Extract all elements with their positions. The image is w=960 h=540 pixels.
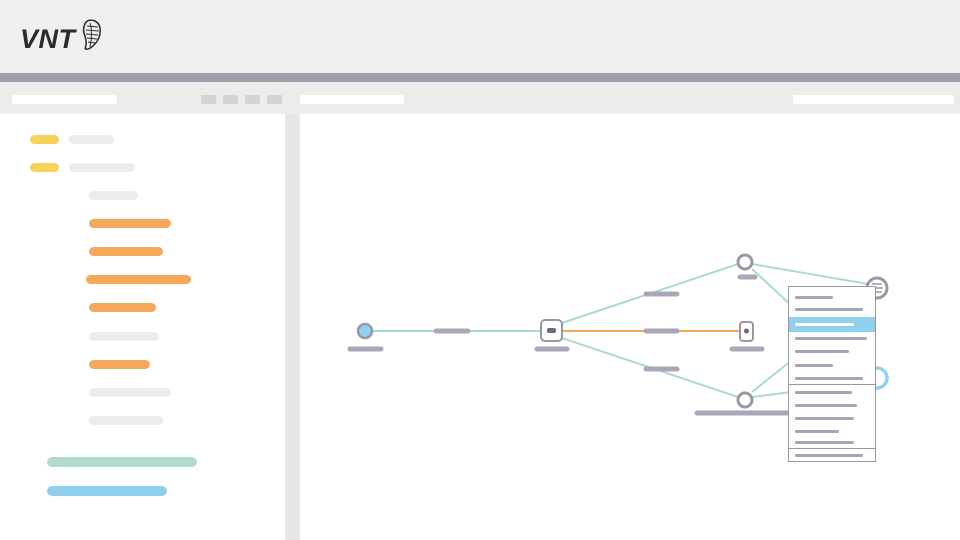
sidebar-item[interactable]: [89, 388, 171, 397]
sidebar-item-highlighted[interactable]: [89, 219, 171, 228]
context-menu-item[interactable]: [795, 337, 867, 340]
node-middle-glyph: [744, 328, 749, 334]
sidebar-group-2[interactable]: [69, 163, 135, 172]
sidebar: [0, 114, 285, 540]
edge-bottom-stack: [751, 391, 793, 398]
group-badge-2: [30, 163, 59, 172]
context-menu-item[interactable]: [795, 430, 839, 433]
sidebar-item-highlighted[interactable]: [89, 303, 156, 312]
context-menu-item[interactable]: [795, 296, 833, 299]
tool-4-icon[interactable]: [267, 95, 282, 104]
context-menu-item[interactable]: [795, 377, 863, 380]
blue-action-button[interactable]: [47, 486, 167, 496]
node-source[interactable]: [356, 322, 374, 340]
menu-separator: [789, 384, 875, 385]
edge-bottom-ring: [751, 359, 793, 393]
context-menu-item[interactable]: [795, 404, 857, 407]
node-bottom[interactable]: [736, 391, 754, 409]
green-action-button[interactable]: [47, 457, 197, 467]
sidebar-item-highlighted[interactable]: [89, 360, 150, 369]
sidebar-item[interactable]: [89, 191, 138, 200]
panel-divider[interactable]: [285, 114, 300, 540]
sidebar-group-1[interactable]: [69, 135, 114, 144]
context-menu-item[interactable]: [795, 308, 863, 311]
context-menu-item[interactable]: [795, 391, 852, 394]
hand-mark-icon: [82, 19, 101, 50]
tool-2-icon[interactable]: [223, 95, 238, 104]
app-header: VNT: [0, 0, 960, 73]
search-field[interactable]: [793, 95, 954, 104]
tool-1-icon[interactable]: [201, 95, 216, 104]
menu-separator: [789, 448, 875, 449]
edge-top-ring: [751, 268, 793, 307]
context-menu-item[interactable]: [795, 441, 854, 444]
group-badge-1: [30, 135, 59, 144]
node-top[interactable]: [736, 253, 754, 271]
sidebar-title-field: [12, 95, 117, 104]
logo-text: VNT: [20, 23, 76, 54]
sidebar-item[interactable]: [89, 332, 159, 341]
context-menu-item-label: [795, 323, 854, 326]
context-menu: [788, 286, 876, 462]
sidebar-item-highlighted[interactable]: [86, 275, 191, 284]
canvas-title-field: [300, 95, 404, 104]
sidebar-item-highlighted[interactable]: [89, 247, 163, 256]
node-router-glyph: [547, 328, 556, 333]
sidebar-item[interactable]: [89, 416, 163, 425]
edge-top-stack: [751, 263, 869, 285]
context-menu-item[interactable]: [795, 417, 854, 420]
context-menu-item[interactable]: [795, 364, 833, 367]
header-accent-bar: [0, 73, 960, 82]
tool-3-icon[interactable]: [245, 95, 260, 104]
app-logo[interactable]: VNT: [20, 19, 102, 56]
context-menu-item[interactable]: [795, 454, 863, 457]
context-menu-item[interactable]: [795, 350, 849, 353]
